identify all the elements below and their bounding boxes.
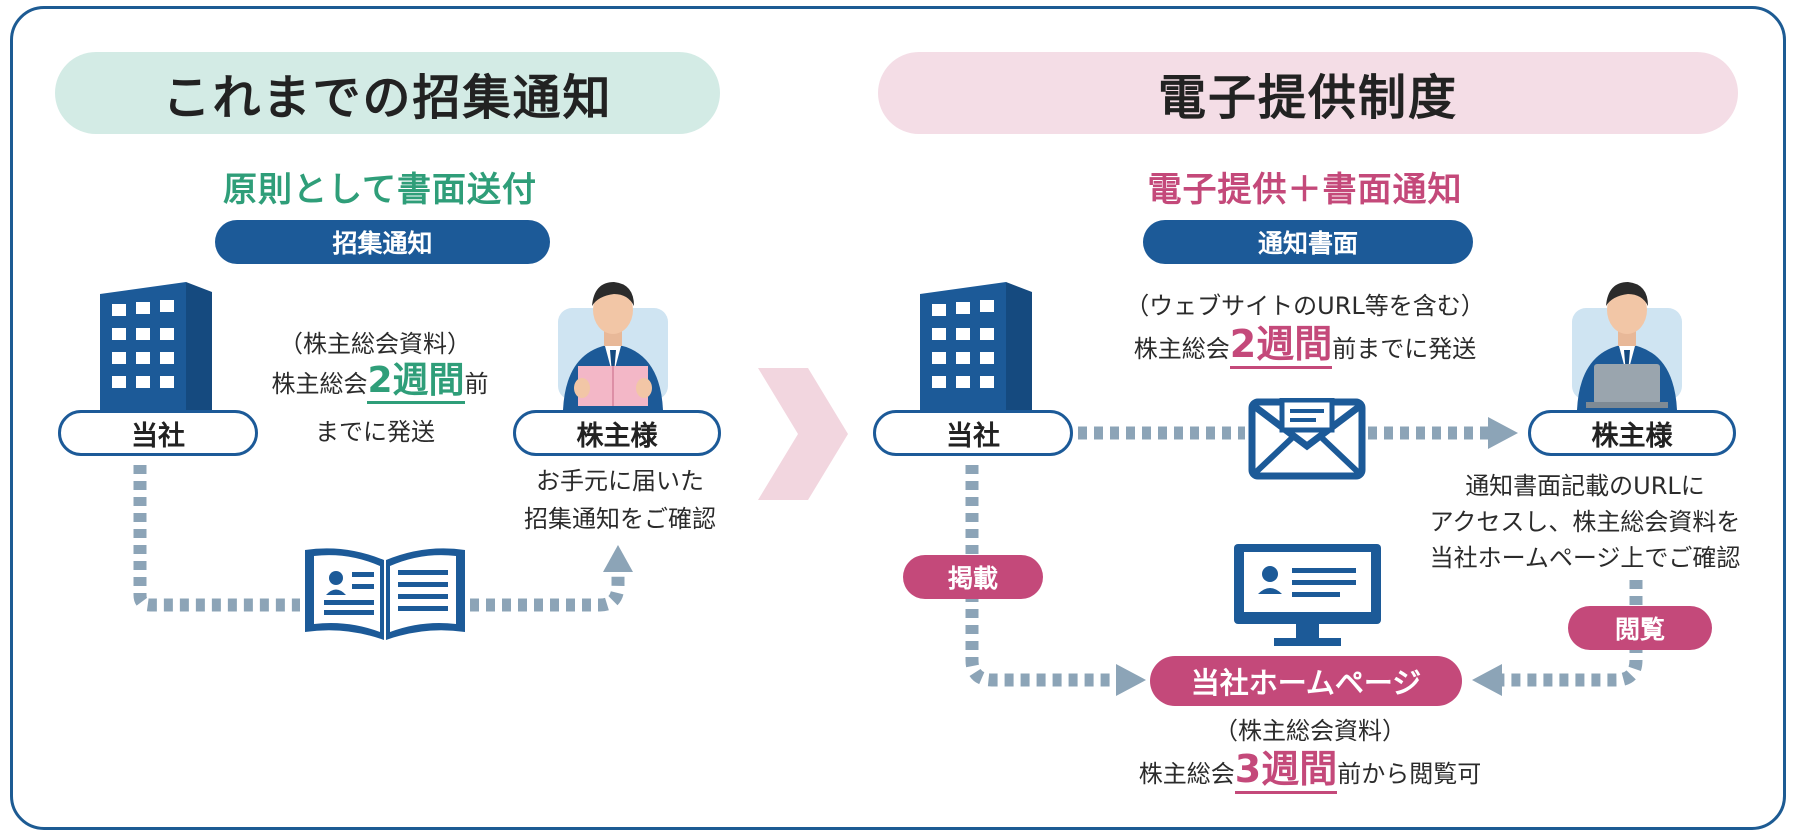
envelope-icon	[1248, 398, 1366, 480]
right-title: 電子提供制度	[878, 52, 1738, 134]
left-shareholder-note-line1: お手元に届いた	[536, 467, 704, 495]
right-note-emph: 2週間	[1229, 322, 1333, 369]
left-shareholder-note-line2: 招集通知をご確認	[524, 505, 716, 533]
building-icon	[920, 282, 1032, 412]
left-note-suffix: 前	[464, 370, 489, 398]
left-subtitle: 原則として書面送付	[223, 170, 537, 210]
big-right-arrow-icon	[758, 368, 848, 500]
right-shareholder-note-line2: アクセスし、株主総会資料を	[1429, 508, 1741, 536]
right-shareholder-note-line1: 通知書面記載のURLに	[1465, 472, 1705, 500]
businessman-laptop-icon	[1572, 282, 1682, 410]
right-shareholder-label: 株主様	[1528, 410, 1736, 456]
building-icon	[100, 282, 212, 412]
left-note-prefix: 株主総会	[271, 370, 368, 398]
left-company-label: 当社	[58, 410, 258, 456]
businessman-reading-icon	[558, 282, 668, 410]
left-note-emph: 2週間	[367, 360, 465, 404]
monitor-icon	[1234, 544, 1381, 646]
post-label: 掲載	[903, 555, 1043, 599]
right-shareholder-note-line3: 当社ホームページ上でご確認	[1429, 544, 1741, 572]
hp-note-line1: （株主総会資料）	[1214, 717, 1406, 745]
right-subtitle: 電子提供＋書面通知	[1147, 170, 1463, 210]
open-book-icon	[305, 548, 465, 640]
homepage-label: 当社ホームページ	[1150, 656, 1462, 706]
left-note-line3: までに発送	[315, 418, 435, 446]
view-label: 閲覧	[1568, 606, 1712, 650]
hp-note-suffix: 前から閲覧可	[1337, 760, 1482, 788]
right-badge: 通知書面	[1143, 220, 1473, 264]
left-title: これまでの招集通知	[55, 52, 720, 134]
left-note-line2: 株主総会2週間前	[240, 360, 520, 404]
hp-note-prefix: 株主総会	[1138, 760, 1235, 788]
left-shareholder-label: 株主様	[513, 410, 721, 456]
right-note-line1: （ウェブサイトのURL等を含む）	[1125, 292, 1485, 320]
right-note-prefix: 株主総会	[1133, 335, 1230, 363]
left-note-line1: （株主総会資料）	[279, 330, 471, 358]
right-company-label: 当社	[873, 410, 1073, 456]
hp-note-emph: 3週間	[1234, 747, 1338, 794]
hp-note-line2: 株主総会3週間前から閲覧可	[1090, 747, 1530, 794]
diagram-frame	[10, 6, 1786, 830]
right-note-suffix: 前までに発送	[1332, 335, 1477, 363]
right-note-line2: 株主総会2週間前までに発送	[1075, 322, 1535, 369]
left-badge: 招集通知	[215, 220, 550, 264]
